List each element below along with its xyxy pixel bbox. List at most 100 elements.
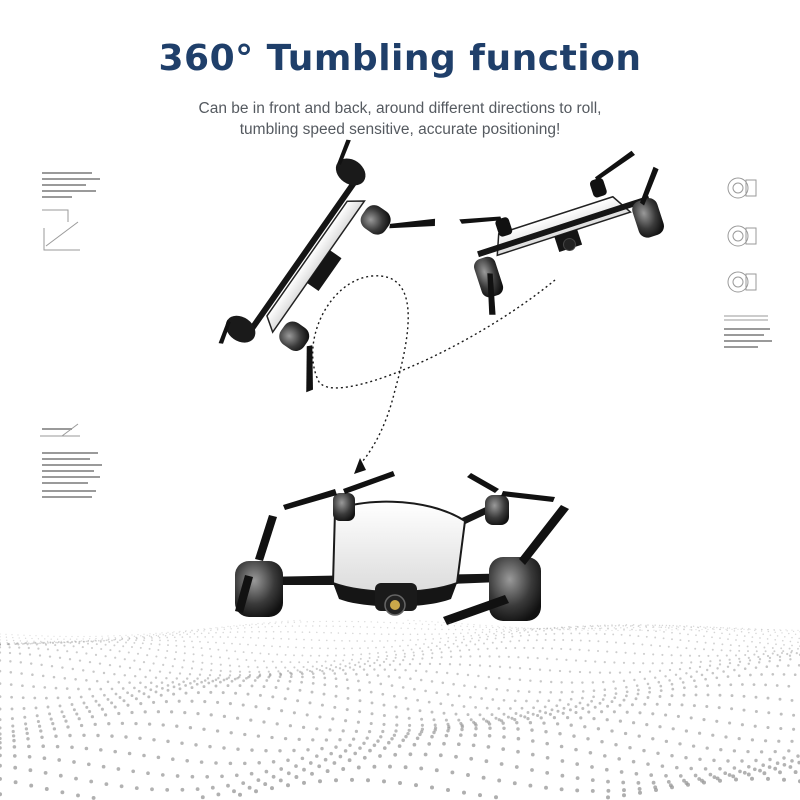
floor-dot [607,624,609,627]
floor-dot [308,669,312,673]
floor-dot [447,640,449,643]
floor-dot [578,648,581,651]
floor-dot [427,646,430,649]
floor-dot [427,628,430,630]
floor-dot [718,659,722,662]
floor-dot [615,651,618,654]
floor-dot [466,713,470,717]
floor-dot [134,721,138,726]
floor-dot [552,715,557,720]
floor-dot [508,666,512,669]
floor-dot [569,626,571,628]
floor-dot [143,710,147,714]
floor-dot [379,640,381,642]
floor-dot [164,656,167,659]
floor-dot [773,629,776,631]
floor-dot [625,694,628,698]
floor-dot [278,778,283,783]
floor-dot [743,635,746,637]
floor-dot [703,648,705,651]
floor-dot [658,669,662,672]
floor-dot [264,748,268,753]
floor-dot [760,628,763,631]
floor-dot [311,647,313,649]
floor-dot [362,741,366,746]
floor-dot [611,625,613,627]
floor-dot [569,697,573,701]
floor-dot [778,770,782,775]
floor-dot [699,660,702,664]
floor-dot [152,634,155,636]
floor-dot [408,622,411,625]
floor-dot [647,629,649,632]
floor-dot [398,781,402,785]
floor-dot [107,722,111,726]
floor-dot [219,663,222,666]
floor-dot [588,751,593,755]
floor-dot [531,712,535,716]
floor-dot [614,687,617,690]
floor-dot [642,748,646,753]
floor-dot [82,640,85,643]
floor-dot [159,639,161,642]
floor-dot [679,677,682,680]
floor-dot [717,683,721,687]
floor-dot [646,762,650,766]
floor-dot [97,703,101,707]
floor-dot [658,725,662,729]
floor-dot [444,733,449,738]
floor-dot [236,747,240,751]
floor-dot [302,665,305,669]
floor-dot [215,641,217,644]
floor-dot [794,633,797,636]
floor-dot [433,723,437,727]
page-title: 360° Tumbling function [158,38,642,79]
floor-dot [274,622,276,624]
floor-dot [131,646,133,648]
floor-dot [791,649,793,652]
floor-dot [579,639,582,642]
floor-dot [382,722,386,726]
floor-dot [755,628,757,631]
floor-dot [26,737,30,741]
floor-dot [171,665,174,668]
floor-dot [173,658,176,661]
floor-dot [495,634,497,637]
floor-dot [60,710,64,714]
floor-dot [295,646,297,649]
floor-dot [318,715,322,719]
floor-dot [419,730,424,734]
floor-dot [226,684,230,688]
floor-dot [694,685,698,688]
floor-dot [261,623,264,625]
floor-dot [447,646,450,649]
floor-dot [646,696,650,699]
floor-dot [67,641,70,644]
floor-dot [96,733,100,738]
floor-dot [122,645,125,648]
floor-dot [423,752,428,757]
floor-dot [601,680,605,684]
floor-dot [559,628,561,631]
floor-dot [733,627,736,630]
floor-dot [458,663,462,666]
floor-dot [133,674,137,678]
floor-dot [676,714,680,718]
floor-dot [78,659,82,662]
floor-dot [306,621,308,623]
floor-dot [41,641,43,644]
floor-dot [503,630,505,632]
floor-dot [686,625,688,627]
floor-dot [477,648,480,651]
floor-dot [718,767,722,771]
floor-dot [403,652,406,655]
floor-dot [166,650,169,652]
floor-dot [408,662,412,666]
floor-dot [670,694,674,698]
floor-dot [449,650,452,653]
floor-dot [85,679,88,682]
floor-dot [333,660,336,663]
floor-dot [166,688,170,692]
floor-dot [267,653,270,655]
floor-dot [135,637,138,640]
